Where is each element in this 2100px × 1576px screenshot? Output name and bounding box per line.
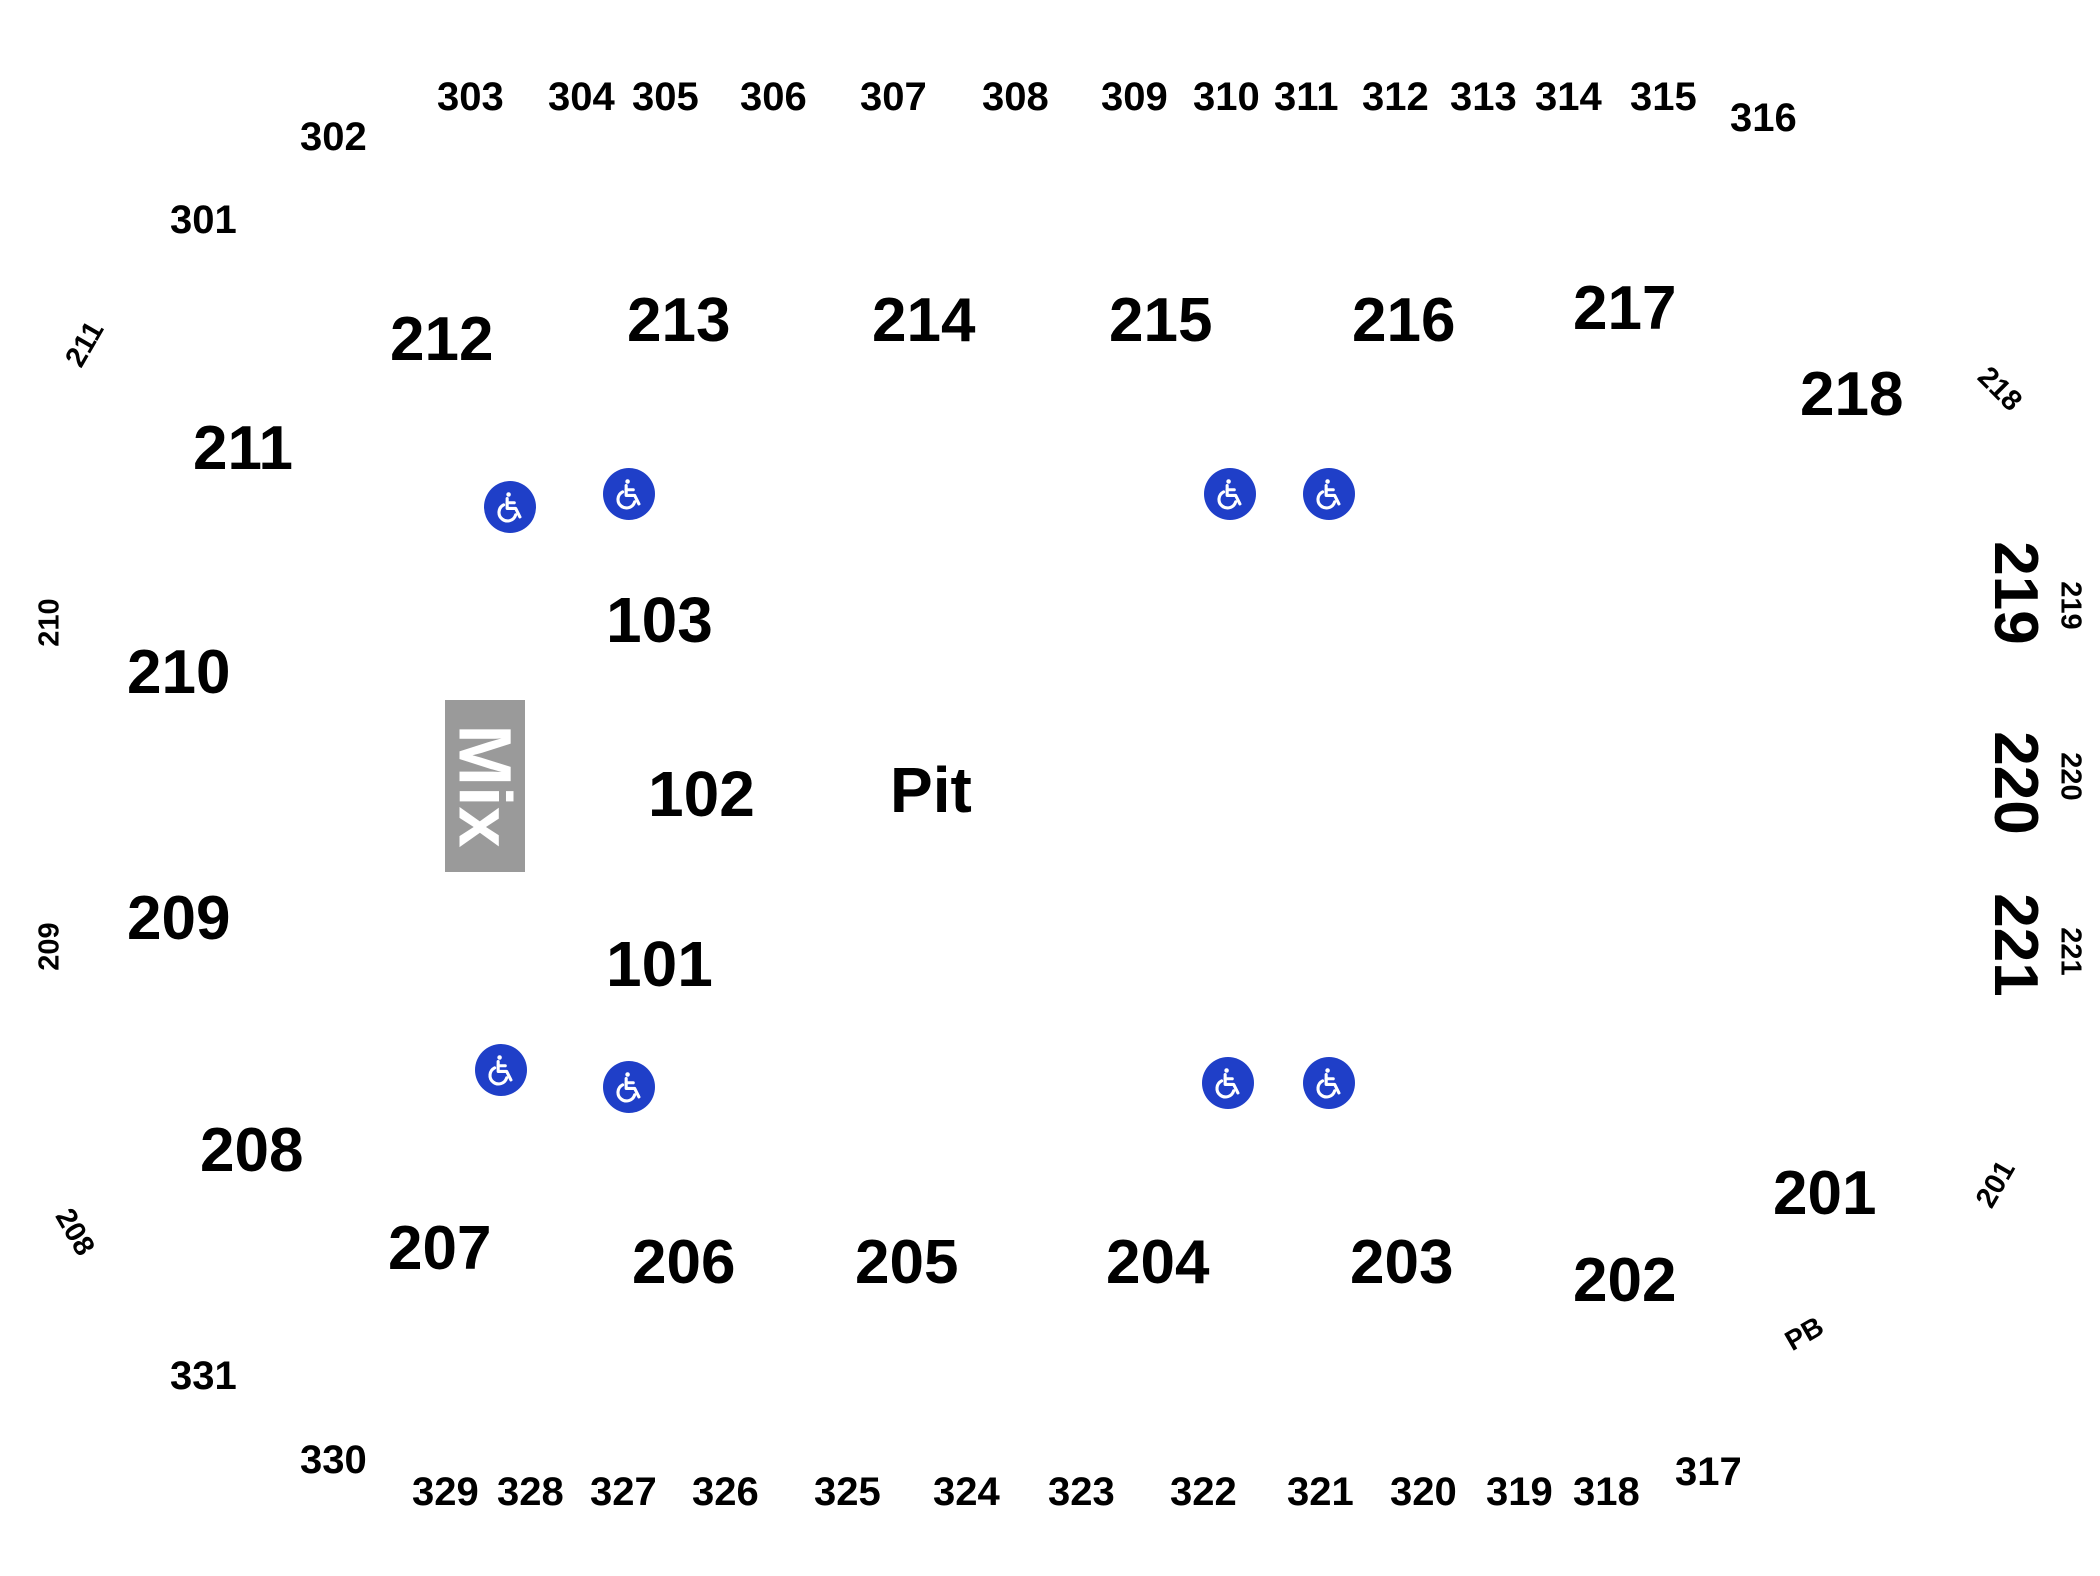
section-322[interactable]: 322 — [1170, 1470, 1237, 1514]
wheelchair-icon[interactable] — [1303, 468, 1355, 520]
section-324[interactable]: 324 — [933, 1470, 1000, 1514]
section-330[interactable]: 330 — [300, 1438, 367, 1482]
section-201[interactable]: 201 — [1773, 1159, 1877, 1228]
pit-label[interactable]: Pit — [890, 754, 972, 826]
wheelchair-icon[interactable] — [475, 1044, 527, 1096]
section-321[interactable]: 321 — [1287, 1470, 1354, 1514]
edge-label-210: 210 — [33, 598, 66, 647]
section-305[interactable]: 305 — [632, 75, 699, 119]
section-213[interactable]: 213 — [627, 286, 731, 355]
section-309[interactable]: 309 — [1101, 75, 1168, 119]
wheelchair-icon[interactable] — [1202, 1057, 1254, 1109]
section-206[interactable]: 206 — [632, 1228, 736, 1297]
section-219[interactable]: 219 — [1981, 541, 2050, 645]
section-308[interactable]: 308 — [982, 75, 1049, 119]
wheelchair-icon[interactable] — [603, 468, 655, 520]
section-102[interactable]: 102 — [648, 758, 755, 830]
section-214[interactable]: 214 — [872, 286, 976, 355]
section-307[interactable]: 307 — [860, 75, 927, 119]
edge-label-218: 218 — [1971, 360, 2028, 418]
section-319[interactable]: 319 — [1486, 1470, 1553, 1514]
section-215[interactable]: 215 — [1109, 286, 1213, 355]
section-304[interactable]: 304 — [548, 75, 615, 119]
section-209[interactable]: 209 — [127, 884, 231, 953]
section-310[interactable]: 310 — [1193, 75, 1260, 119]
section-101[interactable]: 101 — [606, 928, 713, 1000]
section-323[interactable]: 323 — [1048, 1470, 1115, 1514]
section-301[interactable]: 301 — [170, 198, 237, 242]
section-203[interactable]: 203 — [1350, 1228, 1454, 1297]
section-316[interactable]: 316 — [1730, 96, 1797, 140]
edge-label-201: 201 — [1969, 1155, 2022, 1214]
wheelchair-icon[interactable] — [484, 481, 536, 533]
section-331[interactable]: 331 — [170, 1354, 237, 1398]
section-329[interactable]: 329 — [412, 1470, 479, 1514]
section-218[interactable]: 218 — [1800, 360, 1904, 429]
section-103[interactable]: 103 — [606, 584, 713, 656]
section-212[interactable]: 212 — [390, 305, 494, 374]
section-326[interactable]: 326 — [692, 1470, 759, 1514]
edge-label-211: 211 — [59, 315, 111, 373]
section-205[interactable]: 205 — [855, 1228, 959, 1297]
section-221[interactable]: 221 — [1981, 893, 2050, 997]
section-217[interactable]: 217 — [1573, 274, 1677, 343]
section-220[interactable]: 220 — [1981, 731, 2050, 835]
edge-label-209: 209 — [33, 922, 66, 971]
edge-label-219: 219 — [2054, 581, 2087, 630]
section-315[interactable]: 315 — [1630, 75, 1697, 119]
section-216[interactable]: 216 — [1352, 286, 1456, 355]
section-302[interactable]: 302 — [300, 115, 367, 159]
wheelchair-icon[interactable] — [1204, 468, 1256, 520]
edge-label-220: 220 — [2054, 752, 2087, 801]
edge-label-221: 221 — [2054, 927, 2087, 976]
section-208[interactable]: 208 — [200, 1116, 304, 1185]
section-312[interactable]: 312 — [1362, 75, 1429, 119]
pb-label: PB — [1779, 1310, 1829, 1357]
section-313[interactable]: 313 — [1450, 75, 1517, 119]
wheelchair-icon[interactable] — [603, 1061, 655, 1113]
section-311[interactable]: 311 — [1274, 75, 1339, 119]
mix-box: Mix — [444, 700, 528, 872]
section-207[interactable]: 207 — [388, 1214, 492, 1283]
section-320[interactable]: 320 — [1390, 1470, 1457, 1514]
section-318[interactable]: 318 — [1573, 1470, 1640, 1514]
edge-label-208: 208 — [48, 1203, 101, 1262]
section-306[interactable]: 306 — [740, 75, 807, 119]
mix-label: Mix — [444, 724, 528, 848]
section-317[interactable]: 317 — [1675, 1450, 1742, 1494]
section-314[interactable]: 314 — [1535, 75, 1602, 119]
section-211[interactable]: 211 — [193, 414, 294, 483]
wheelchair-icon[interactable] — [1303, 1057, 1355, 1109]
section-210[interactable]: 210 — [127, 638, 231, 707]
section-325[interactable]: 325 — [814, 1470, 881, 1514]
section-202[interactable]: 202 — [1573, 1246, 1677, 1315]
section-303[interactable]: 303 — [437, 75, 504, 119]
section-204[interactable]: 204 — [1106, 1228, 1210, 1297]
section-327[interactable]: 327 — [590, 1470, 657, 1514]
section-328[interactable]: 328 — [497, 1470, 564, 1514]
